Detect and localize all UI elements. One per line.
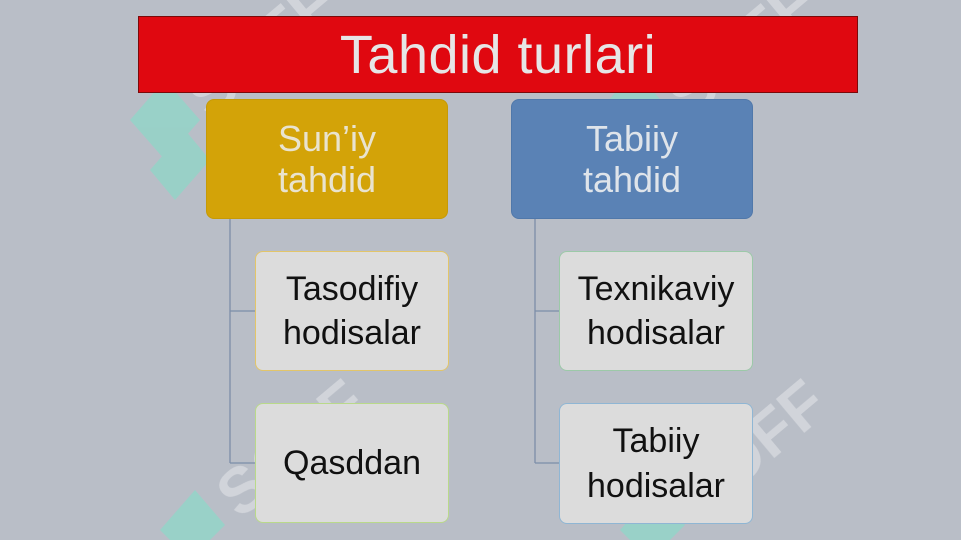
subcategory-label-line: hodisalar: [587, 314, 725, 352]
subcategory-label-line: Tabiiy: [612, 422, 700, 461]
category-label-line: Sun’iy: [277, 117, 377, 159]
subcategory-box-natural-events: Tabiiy hodisalar: [559, 403, 753, 524]
subcategory-box-accidental: Tasodifiy hodisalar: [255, 251, 449, 371]
category-box-artificial: Sun’iy tahdid: [206, 99, 448, 219]
category-label-line: Tabiiy: [585, 117, 679, 159]
category-label-line: tahdid: [582, 159, 682, 200]
subcategory-box-intentional: Qasddan: [255, 403, 449, 523]
category-box-natural: Tabiiy tahdid: [511, 99, 753, 219]
subcategory-label-line: hodisalar: [283, 314, 421, 352]
subcategory-box-technical: Texnikaviy hodisalar: [559, 251, 753, 371]
subcategory-label-line: Tasodifiy: [285, 269, 419, 308]
category-label-line: tahdid: [277, 159, 377, 200]
title-banner: Tahdid turlari: [138, 16, 858, 93]
subcategory-label-line: hodisalar: [587, 466, 725, 505]
page-title: Tahdid turlari: [339, 24, 657, 85]
subcategory-label-line: Texnikaviy: [577, 269, 735, 308]
subcategory-label-line: Qasddan: [283, 443, 421, 482]
